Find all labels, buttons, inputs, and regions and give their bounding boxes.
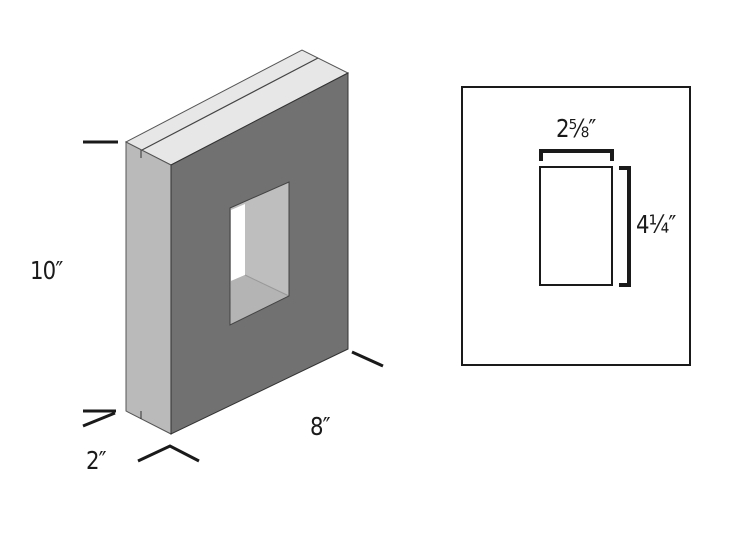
opening-detail-frame — [461, 86, 691, 366]
opening-height-label: 4¼″ — [636, 210, 676, 239]
opening-see-through — [231, 204, 245, 281]
width-label: 8″ — [310, 412, 331, 441]
depth-label: 2″ — [86, 446, 107, 475]
opening-outline — [229, 181, 290, 326]
width-dimension-tick — [351, 350, 384, 368]
opening-edge — [244, 274, 290, 297]
height-label: 10″ — [30, 256, 63, 285]
block-side-face — [125, 141, 172, 435]
opening-width-label: 2⅝″ — [556, 114, 596, 143]
corner-chevron — [137, 444, 200, 463]
depth-dimension-tick — [82, 411, 116, 428]
opening-detail-rect — [539, 166, 613, 286]
top-groove — [141, 57, 319, 151]
opening-height-bracket — [619, 166, 631, 287]
opening-width-bracket — [539, 149, 614, 161]
opening-floor — [230, 275, 289, 325]
